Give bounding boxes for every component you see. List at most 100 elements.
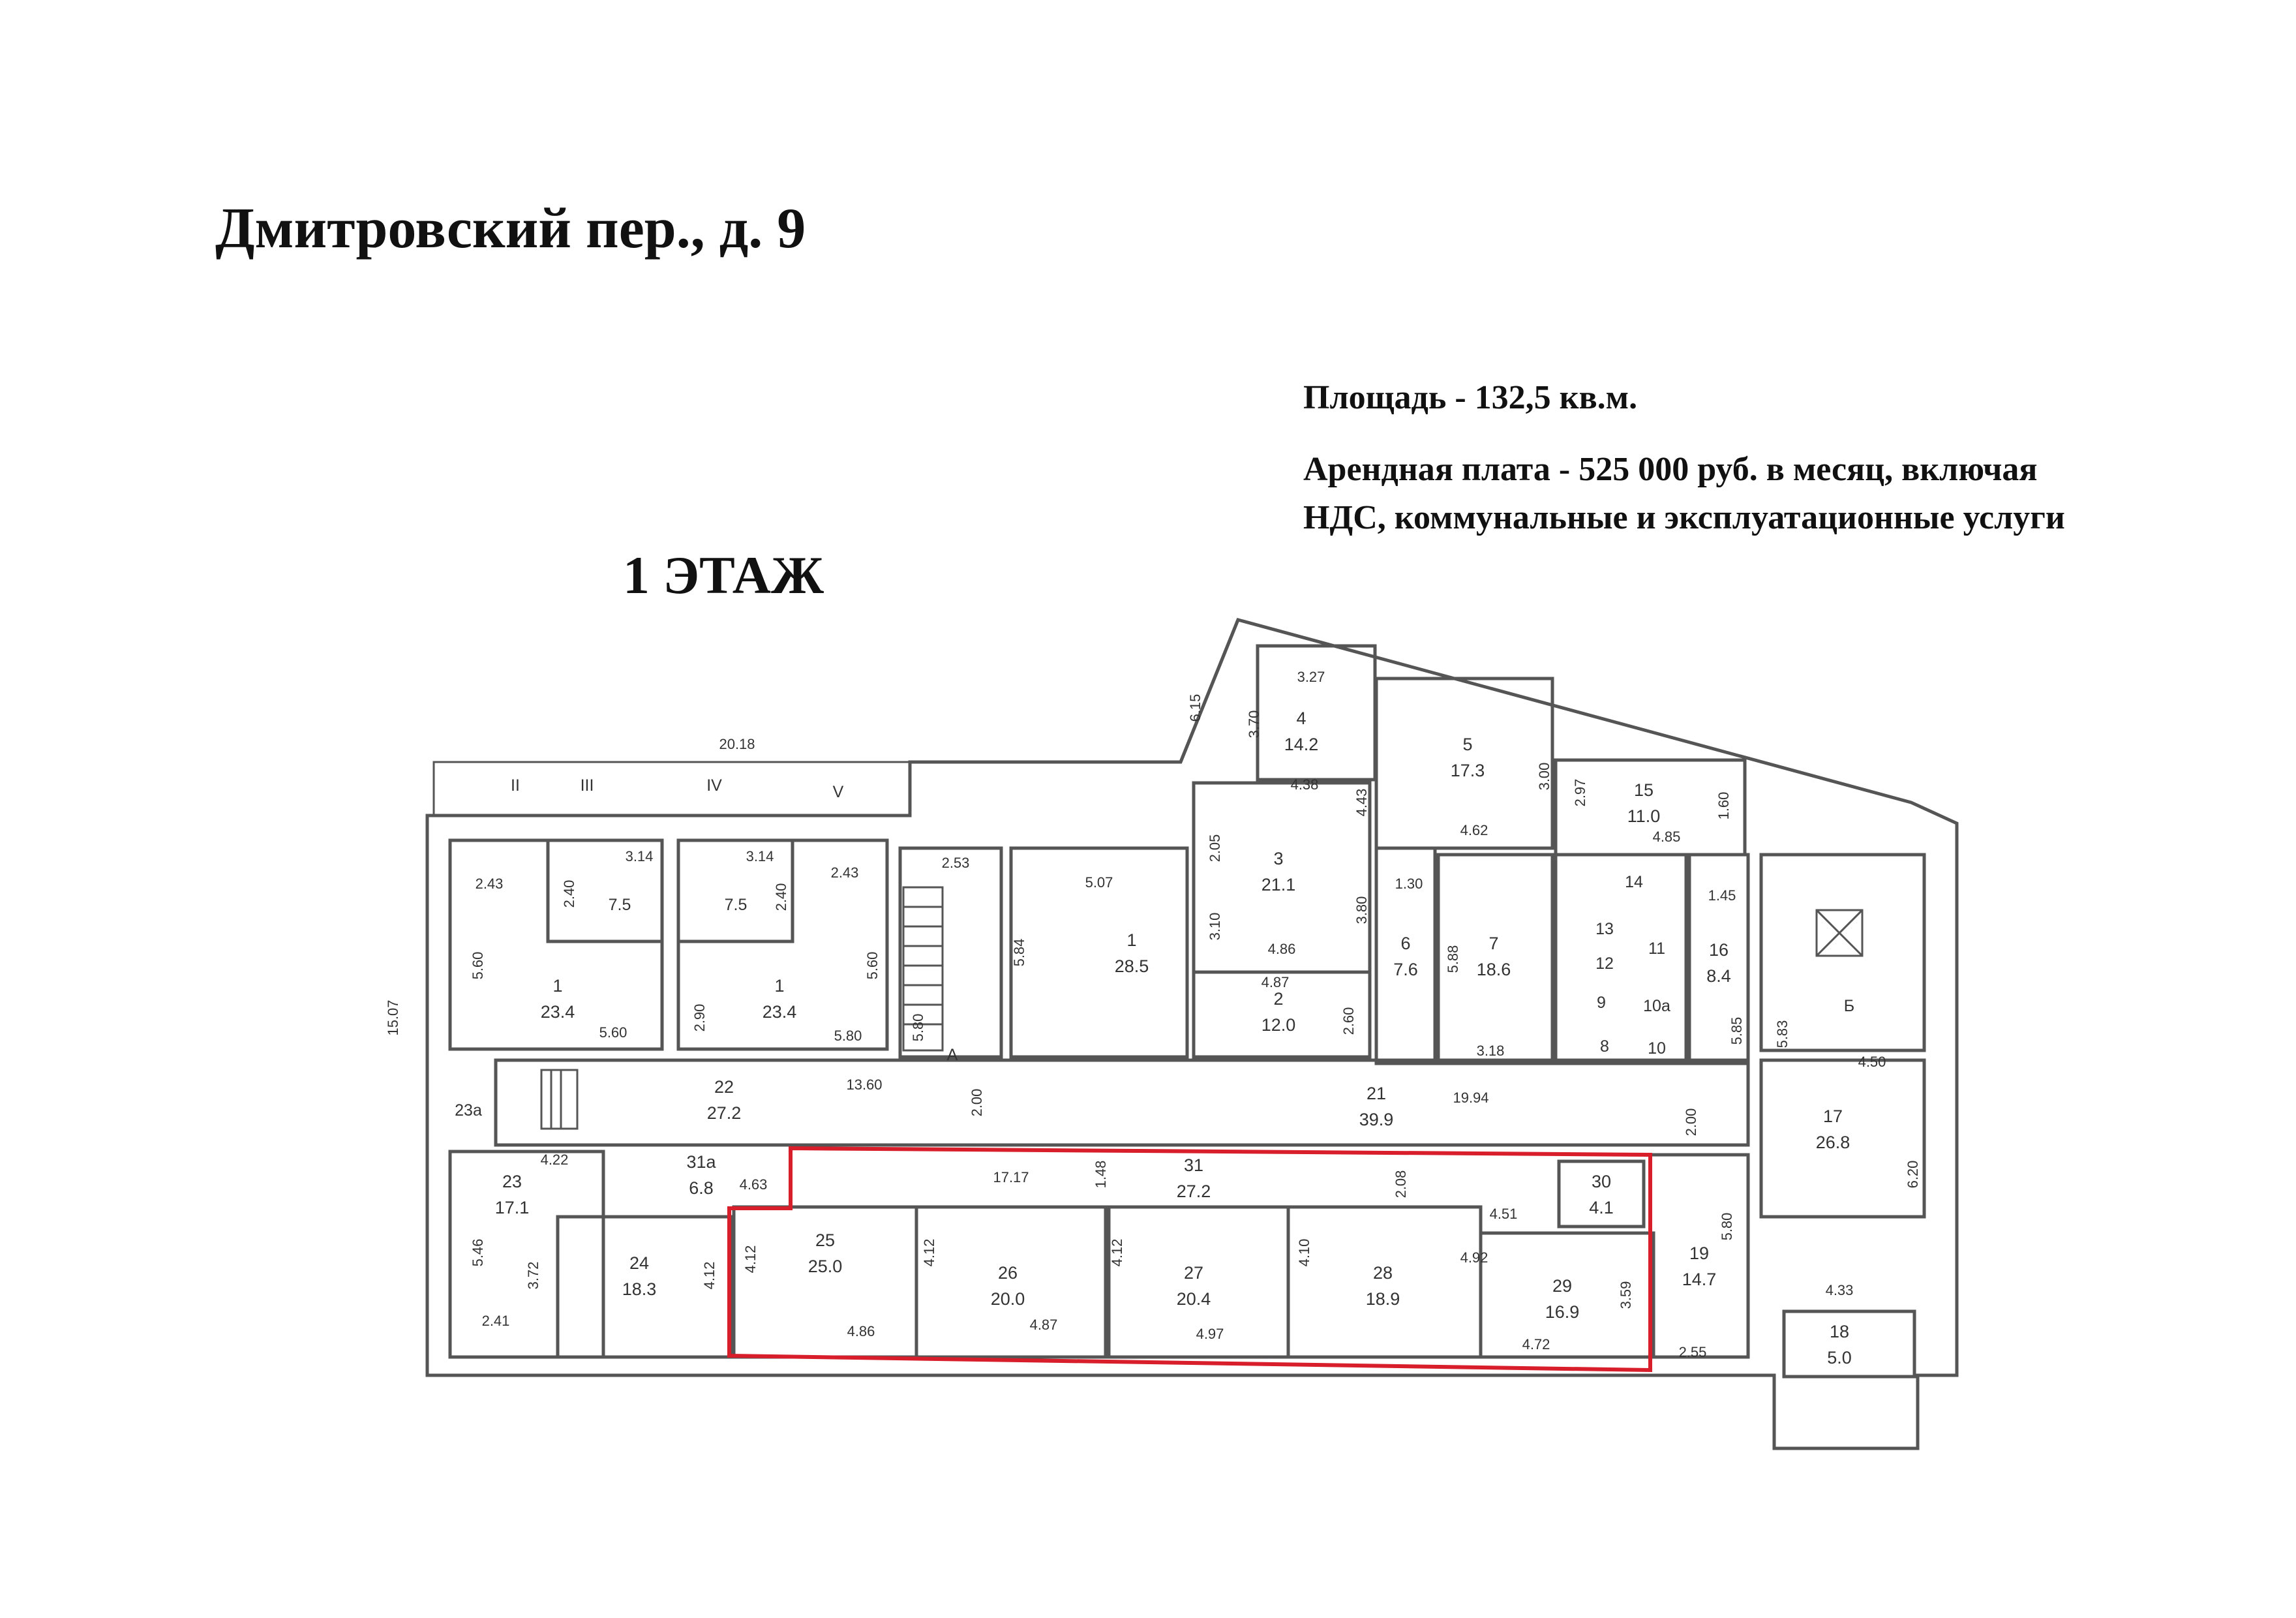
room-label: 23 xyxy=(502,1172,522,1191)
room-area: 11.0 xyxy=(1627,806,1661,826)
dimension-label: 6.15 xyxy=(1187,694,1203,722)
balcony xyxy=(432,761,911,817)
address-title: Дмитровский пер., д. 9 xyxy=(215,197,806,260)
dimension-label: 2.00 xyxy=(969,1089,985,1117)
room-area: 17.3 xyxy=(1451,761,1485,780)
dimension-label: 4.12 xyxy=(701,1262,718,1290)
room-label: 14 xyxy=(1625,873,1643,891)
room-area: 16.9 xyxy=(1545,1302,1580,1322)
dimension-label: 2.00 xyxy=(1683,1108,1699,1137)
dimension-label: 3.18 xyxy=(1477,1043,1505,1059)
room-area: 27.2 xyxy=(707,1103,742,1123)
room-label: 16 xyxy=(1709,940,1729,960)
dimension-label: 4.92 xyxy=(1460,1249,1488,1266)
dimension-label: 19.94 xyxy=(1453,1090,1488,1106)
room-area: 6.8 xyxy=(689,1178,714,1198)
axis-label: V xyxy=(833,783,844,801)
room-label: 3 xyxy=(1273,849,1283,868)
dimension-label: 4.22 xyxy=(541,1152,569,1168)
dimension-label: 5.88 xyxy=(1445,945,1461,973)
room-label: 22 xyxy=(714,1077,734,1097)
room-label: 10а xyxy=(1643,997,1670,1015)
room-area: 39.9 xyxy=(1359,1110,1394,1129)
room-label: 10 xyxy=(1648,1039,1666,1058)
dimension-label: 3.72 xyxy=(525,1262,541,1290)
stair-label: А xyxy=(947,1046,958,1064)
room-area: 27.2 xyxy=(1177,1182,1211,1201)
dimension-label: 6.20 xyxy=(1905,1161,1921,1189)
dimension-label: 4.12 xyxy=(742,1245,759,1274)
dimension-label: 2.60 xyxy=(1340,1007,1357,1035)
room-area: 4.1 xyxy=(1589,1198,1614,1217)
dimension-label: 2.43 xyxy=(831,864,859,881)
room-label: 19 xyxy=(1689,1244,1709,1263)
room-label: 2 xyxy=(1273,989,1283,1009)
dimension-label: 17.17 xyxy=(993,1169,1029,1185)
dimension-label: 5.80 xyxy=(834,1028,862,1044)
room-area: 25.0 xyxy=(808,1257,843,1276)
dimension-label: 3.00 xyxy=(1536,763,1552,791)
room-label: 31а xyxy=(686,1152,716,1172)
room-area: 12.0 xyxy=(1261,1015,1296,1035)
dimension-label: 4.86 xyxy=(1268,941,1296,957)
rent-text-line2: НДС, коммунальные и эксплуатационные усл… xyxy=(1303,499,2065,536)
room-area: 18.9 xyxy=(1366,1289,1400,1309)
dimension-label: 2.90 xyxy=(691,1004,708,1032)
dimension-label: 4.12 xyxy=(1109,1239,1125,1267)
dimension-label: 3.14 xyxy=(746,848,774,864)
dimension-label: 4.72 xyxy=(1522,1336,1550,1352)
room-label: 6 xyxy=(1400,934,1410,953)
dimension-label: 4.62 xyxy=(1460,822,1488,838)
room-area: 20.0 xyxy=(991,1289,1025,1309)
room-label: 4 xyxy=(1296,709,1306,728)
dimension-label: 5.83 xyxy=(1774,1020,1790,1048)
dimension-label: 20.18 xyxy=(719,736,755,752)
dimension-label: 4.97 xyxy=(1196,1326,1224,1342)
dimension-label: 5.07 xyxy=(1085,874,1113,891)
room-label: 13 xyxy=(1595,920,1614,938)
dimension-label: 15.07 xyxy=(385,1000,401,1035)
room-label: 31 xyxy=(1184,1155,1203,1175)
dimension-label: 3.14 xyxy=(626,848,654,864)
room-label: 12 xyxy=(1595,954,1614,973)
room-area: 23.4 xyxy=(541,1002,575,1022)
dimension-label: 2.40 xyxy=(561,880,577,908)
room-area: 18.3 xyxy=(622,1279,657,1299)
area-text: Площадь - 132,5 кв.м. xyxy=(1303,379,1638,416)
room-area: 20.4 xyxy=(1177,1289,1211,1309)
dimension-label: 4.86 xyxy=(847,1323,875,1339)
dimension-label: 4.51 xyxy=(1490,1206,1518,1222)
room-label: 1 xyxy=(774,976,784,996)
dimension-label: 4.38 xyxy=(1291,776,1319,793)
room-label: 17 xyxy=(1823,1107,1843,1126)
dimension-label: 4.85 xyxy=(1653,829,1681,845)
room-area: 7.6 xyxy=(1393,960,1418,979)
dimension-label: 3.10 xyxy=(1207,913,1223,941)
dimension-label: 5.85 xyxy=(1729,1017,1745,1045)
room-area: 26.8 xyxy=(1816,1133,1850,1152)
dimension-label: 4.87 xyxy=(1030,1317,1058,1333)
dimension-label: 2.53 xyxy=(942,855,970,871)
room-label: 24 xyxy=(629,1253,649,1273)
dimension-label: 3.70 xyxy=(1246,710,1262,739)
dimension-label: 5.84 xyxy=(1011,939,1027,967)
dimension-label: 4.33 xyxy=(1826,1282,1854,1298)
dimension-label: 2.40 xyxy=(773,883,789,911)
dimension-label: 2.55 xyxy=(1679,1344,1707,1360)
stairs xyxy=(902,886,944,1052)
room-area: 7.5 xyxy=(609,896,631,914)
dimension-label: 4.50 xyxy=(1858,1054,1886,1070)
room-area: 14.2 xyxy=(1284,735,1319,754)
room-label: 8 xyxy=(1600,1037,1609,1056)
dimension-label: 2.08 xyxy=(1393,1170,1409,1198)
axis-label: II xyxy=(511,776,520,795)
leased-area-highlight xyxy=(727,1146,1652,1373)
room-label: 7 xyxy=(1488,934,1498,953)
dimension-label: 5.80 xyxy=(1719,1213,1735,1241)
dimension-label: 2.41 xyxy=(482,1313,510,1329)
room-label: 28 xyxy=(1373,1263,1393,1283)
room-label: 23а xyxy=(455,1101,482,1120)
room-label: 18 xyxy=(1830,1322,1849,1341)
room-label: 1 xyxy=(552,976,562,996)
dimension-label: 4.63 xyxy=(740,1176,768,1193)
